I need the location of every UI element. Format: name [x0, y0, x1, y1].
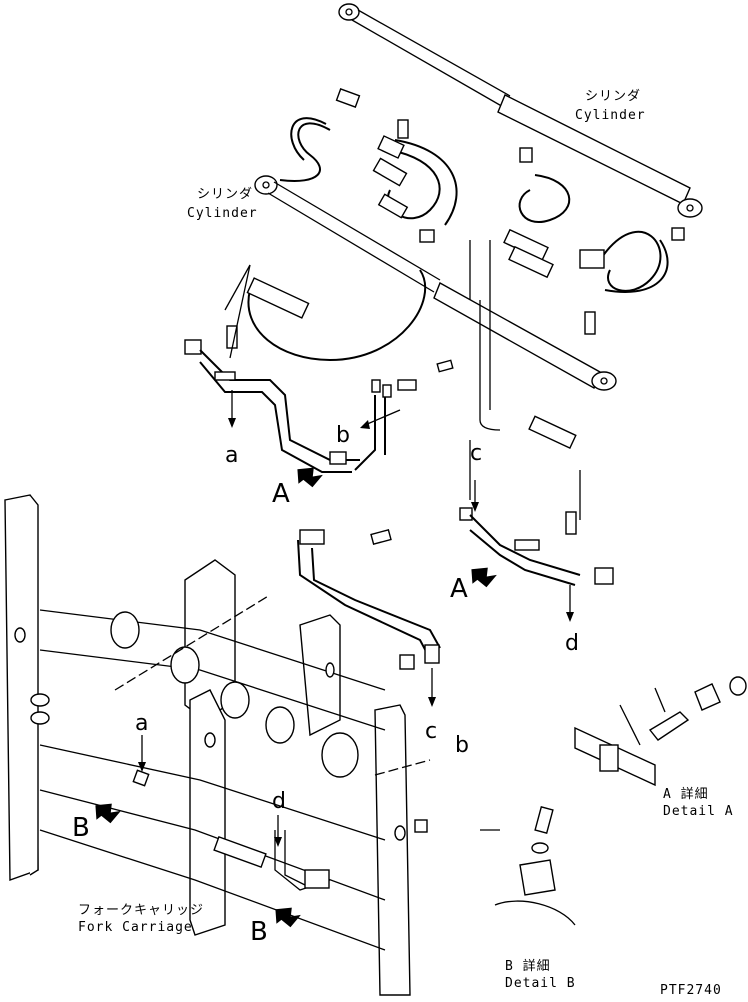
callout-b-top: b [336, 423, 350, 448]
cylinder-left-label-jp: シリンダ [197, 187, 253, 202]
fork-carriage-label-jp: フォークキャリッジ [78, 903, 204, 918]
callout-A-right: A [450, 574, 468, 604]
fork-carriage-label-en: Fork Carriage [78, 920, 193, 935]
hose-fittings [246, 88, 685, 449]
right-pipe-assembly [459, 507, 614, 586]
fork-carriage [4, 494, 428, 996]
cylinder-top-label-jp: シリンダ [585, 89, 641, 104]
callout-A-left: A [272, 479, 290, 509]
callout-b-lower: b [455, 733, 469, 758]
callout-c-right: c [470, 441, 482, 466]
callout-B-left: B [72, 813, 90, 843]
text-labels: シリンダ Cylinder シリンダ Cylinder フォークキャリッジ Fo… [72, 89, 734, 998]
drawing-code: PTF2740 [660, 983, 722, 997]
cylinder-left-label-en: Cylinder [187, 206, 258, 221]
center-pipe-assembly [297, 528, 441, 670]
detail-a-label-en: Detail A [663, 804, 734, 819]
middle-cylinder [254, 175, 617, 391]
upper-cylinder [338, 3, 703, 218]
callout-d-right: d [565, 631, 579, 656]
detail-a-label-jp: A 詳細 [663, 786, 709, 802]
callout-d-lower: d [272, 789, 286, 814]
callout-a-top: a [225, 443, 238, 468]
left-pipe-assembly [184, 325, 454, 473]
detail-a-drawing [574, 676, 747, 787]
callout-c-lower: c [425, 719, 437, 744]
cylinder-top-label-en: Cylinder [575, 108, 646, 123]
detail-b-label-en: Detail B [505, 976, 576, 991]
leader-lines [114, 264, 581, 776]
callout-B-right: B [250, 917, 268, 947]
detail-b-drawing [480, 805, 576, 926]
callout-arrows [95, 390, 574, 928]
detail-b-label-jp: B 詳細 [505, 958, 551, 974]
callout-a-lower: a [135, 711, 148, 736]
